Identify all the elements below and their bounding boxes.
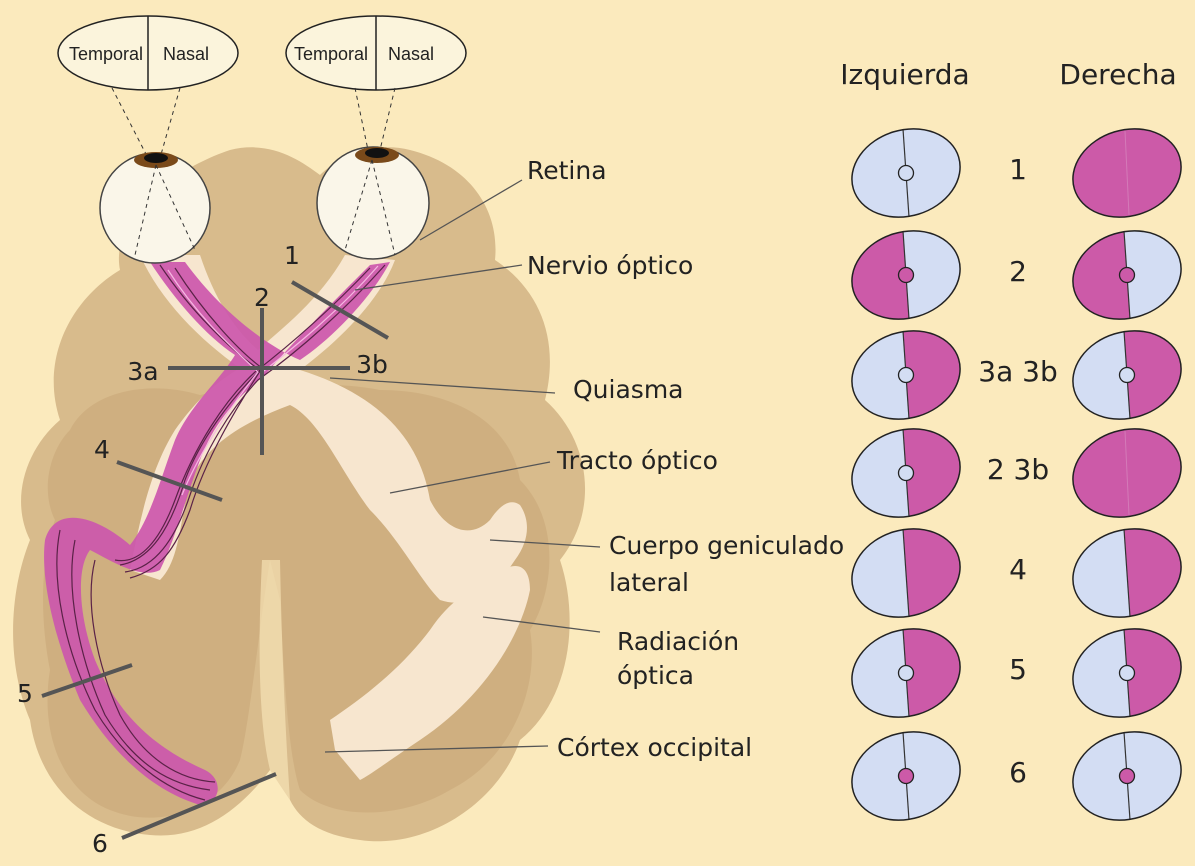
field-row: 2 3b [851,415,1182,531]
field-row-label: 2 [1009,255,1027,288]
left-eye-field [851,128,961,218]
label-chiasm: Quiasma [573,375,684,404]
field-row: 2 [840,217,1182,333]
right-eyeball [316,146,430,260]
left-eye-nasal-label: Nasal [163,44,209,64]
field-row-label: 6 [1009,756,1027,789]
header-right-eye: Derecha [1059,58,1176,91]
right-eye-field [1072,731,1182,821]
lesion-3b-label: 3b [356,350,388,379]
field-row: 1 [851,128,1182,218]
right-eye-field [1072,615,1193,731]
left-eye-field [851,731,961,821]
right-eye-field [1072,128,1182,218]
fiber-bundle [44,262,390,805]
lesion-1-label: 1 [284,241,300,270]
field-row: 6 [851,731,1182,821]
header-left-eye: Izquierda [840,58,969,91]
field-row: 5 [851,615,1193,731]
label-radiation-line1: Radiación [617,627,739,656]
left-eye-temporal-label: Temporal [69,44,143,64]
visual-field-panel: Izquierda Derecha 1 2 3a 3b 2 3b 4 5 6 [840,58,1193,821]
lesion-6-label: 6 [92,829,108,858]
lesion-5-label: 5 [17,679,33,708]
right-eye-temporal-label: Temporal [294,44,368,64]
right-eye-field [1072,317,1193,433]
left-eye-field [840,217,961,333]
right-eye-field [1072,428,1182,518]
lesion-4-label: 4 [94,435,110,464]
lesion-5-line [41,663,133,698]
right-eye-field [1061,217,1182,333]
field-row: 3a 3b [851,317,1193,433]
right-eye-field [1072,515,1193,631]
left-eye-field [851,515,972,631]
label-lgn-line2: lateral [609,568,689,597]
field-row-label: 5 [1009,653,1027,686]
field-row-label: 1 [1009,153,1027,186]
right-eye-nasal-label: Nasal [388,44,434,64]
label-retina: Retina [527,156,607,185]
field-row-label: 2 3b [987,453,1049,486]
lesion-4-line [116,460,223,502]
label-lgn-line1: Cuerpo geniculado [609,531,844,560]
label-optic-tract: Tracto óptico [556,446,718,475]
left-eye-field [851,317,972,433]
lesion-2-label: 2 [254,283,270,312]
left-eye-field [851,615,972,731]
anatomy-labels: Retina Nervio óptico Quiasma Tracto ópti… [324,156,844,762]
left-eye-field [851,415,972,531]
lesion-markers: 1 2 3a 3b 4 5 6 [17,241,390,858]
label-optic-nerve: Nervio óptico [527,251,693,280]
right-eye: Temporal Nasal [285,15,467,260]
label-radiation-line2: óptica [617,661,694,690]
left-eye: Temporal Nasal [57,15,239,264]
field-row: 4 [851,515,1193,631]
field-row-label: 3a 3b [978,355,1057,388]
label-occipital-cortex: Córtex occipital [557,733,752,762]
lesion-6-line [121,772,277,840]
field-row-label: 4 [1009,553,1027,586]
lesion-3a-label: 3a [127,357,158,386]
lesion-1-line [290,280,390,340]
